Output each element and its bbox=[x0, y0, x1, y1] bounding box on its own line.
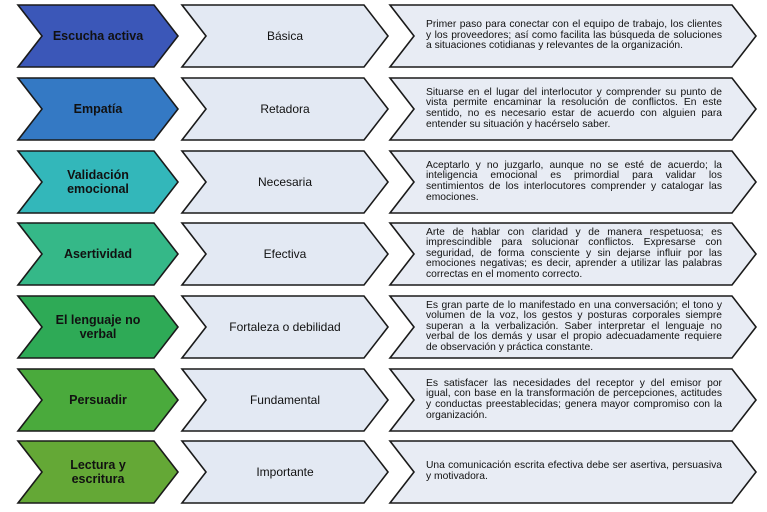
description-chevron-lectura-y-escritura bbox=[388, 440, 758, 504]
quality-persuadir: Fundamental bbox=[249, 393, 321, 407]
label-el-lenguaje-no-verbal: El lenguaje no verbal bbox=[55, 313, 141, 341]
description-persuadir: Es satisfacer las necesidades del recept… bbox=[426, 377, 722, 421]
description-box-lectura-y-escritura: Una comunicación escrita efectiva debe s… bbox=[426, 443, 722, 501]
description-chevron-persuadir bbox=[388, 368, 758, 432]
quality-chevron-persuadir bbox=[180, 368, 390, 432]
description-box-validacion-emocional: Aceptarlo y no juzgarlo, aunque no se es… bbox=[426, 153, 722, 211]
description-lectura-y-escritura: Una comunicación escrita efectiva debe s… bbox=[426, 460, 722, 482]
description-box-asertividad: Arte de hablar con claridad y de manera … bbox=[426, 225, 722, 283]
quality-chevron-asertividad bbox=[180, 222, 390, 286]
description-asertividad: Arte de hablar con claridad y de manera … bbox=[426, 226, 722, 280]
label-empatia: Empatía bbox=[73, 102, 123, 116]
quality-validacion-emocional: Necesaria bbox=[257, 175, 313, 189]
label-chevron-persuadir bbox=[16, 368, 180, 432]
label-validacion-emocional: Validación emocional bbox=[67, 168, 129, 196]
description-box-empatia: Situarse en el lugar del interlocutor y … bbox=[426, 80, 722, 138]
description-box-el-lenguaje-no-verbal: Es gran parte de lo manifestado en una c… bbox=[426, 298, 722, 356]
description-box-persuadir: Es satisfacer las necesidades del recept… bbox=[426, 371, 722, 429]
description-el-lenguaje-no-verbal: Es gran parte de lo manifestado en una c… bbox=[426, 299, 722, 353]
label-chevron-escucha-activa bbox=[16, 4, 180, 68]
description-chevron-validacion-emocional bbox=[388, 150, 758, 214]
quality-el-lenguaje-no-verbal: Fortaleza o debilidad bbox=[229, 320, 341, 334]
label-escucha-activa: Escucha activa bbox=[52, 29, 144, 43]
description-chevron-el-lenguaje-no-verbal bbox=[388, 295, 758, 359]
quality-chevron-validacion-emocional bbox=[180, 150, 390, 214]
quality-chevron-empatia bbox=[180, 77, 390, 141]
label-asertividad: Asertividad bbox=[63, 247, 133, 261]
quality-lectura-y-escritura: Importante bbox=[256, 465, 314, 479]
quality-escucha-activa: Básica bbox=[266, 29, 304, 43]
label-persuadir: Persuadir bbox=[69, 393, 127, 407]
description-validacion-emocional: Aceptarlo y no juzgarlo, aunque no se es… bbox=[426, 159, 722, 203]
description-escucha-activa: Primer paso para conectar con el equipo … bbox=[426, 19, 722, 52]
label-lectura-y-escritura: Lectura y escritura bbox=[70, 458, 126, 486]
quality-chevron-el-lenguaje-no-verbal bbox=[180, 295, 390, 359]
quality-asertividad: Efectiva bbox=[263, 247, 307, 261]
description-chevron-asertividad bbox=[388, 222, 758, 286]
label-chevron-empatia bbox=[16, 77, 180, 141]
description-empatia: Situarse en el lugar del interlocutor y … bbox=[426, 86, 722, 130]
description-chevron-escucha-activa bbox=[388, 4, 758, 68]
description-chevron-empatia bbox=[388, 77, 758, 141]
label-chevron-el-lenguaje-no-verbal bbox=[16, 295, 180, 359]
label-chevron-validacion-emocional bbox=[16, 150, 180, 214]
description-box-escucha-activa: Primer paso para conectar con el equipo … bbox=[426, 7, 722, 65]
quality-empatia: Retadora bbox=[260, 102, 310, 116]
label-chevron-lectura-y-escritura bbox=[16, 440, 180, 504]
label-chevron-asertividad bbox=[16, 222, 180, 286]
quality-chevron-lectura-y-escritura bbox=[180, 440, 390, 504]
quality-chevron-escucha-activa bbox=[180, 4, 390, 68]
